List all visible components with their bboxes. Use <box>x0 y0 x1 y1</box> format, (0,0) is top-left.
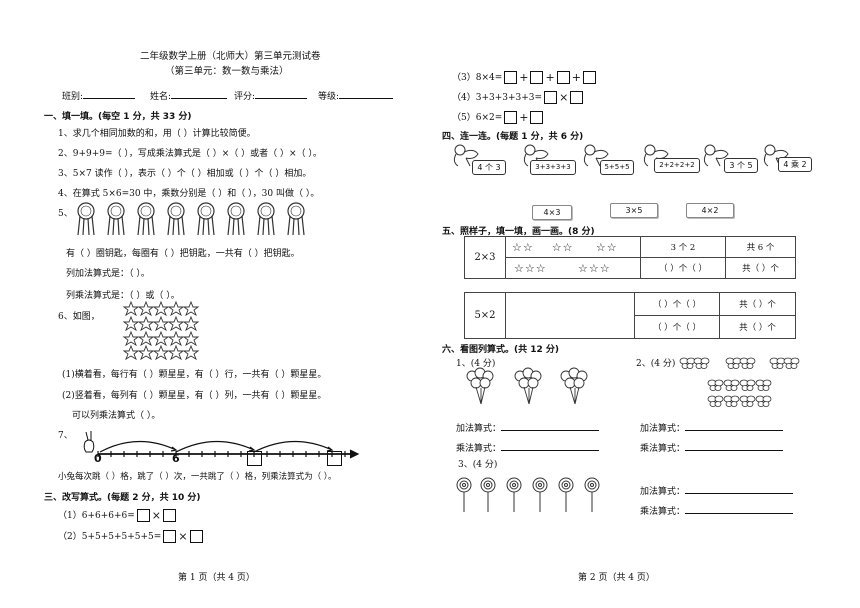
numline-box-1[interactable] <box>247 451 262 466</box>
key-rings-image <box>77 202 305 236</box>
pattern-table-1: 2×3 ☆☆ ☆☆ ☆☆ 3 个 2 共 6 个 ☆☆☆ ☆☆☆ （ ）个（ ）… <box>464 236 796 279</box>
answer-box[interactable] <box>544 91 558 104</box>
match-card-top[interactable]: 5+5+5 <box>600 160 634 175</box>
numline-zero: 0 <box>94 452 102 465</box>
balloons-image <box>466 367 588 405</box>
q3-3: （3）8×4=+++ <box>452 70 598 84</box>
q3-1: （1）6+6+6+6=× <box>58 508 178 522</box>
answer-box[interactable] <box>582 71 596 84</box>
section-5-title: 五、照样子，填一填，画一画。(8 分) <box>442 227 595 237</box>
q3-5: （5）6×2=+ <box>452 110 545 124</box>
section-1-title: 一、填一填。(每空 1 分，共 33 分) <box>44 112 192 122</box>
answer-box[interactable] <box>570 91 584 104</box>
answer-box[interactable] <box>163 530 177 543</box>
answer-box[interactable] <box>189 530 203 543</box>
match-card-top[interactable]: 4 个 3 <box>472 160 506 175</box>
q6-1-add[interactable]: 加法算式： <box>456 421 600 434</box>
section-3-title: 三、改写算式。(每题 2 分，共 10 分) <box>44 493 201 503</box>
table1-expression: 2×3 <box>464 236 506 279</box>
table2-draw-area[interactable] <box>505 292 635 339</box>
match-card-bottom[interactable]: 4×2 <box>686 203 734 218</box>
q1-2: 2、9+9+9=（ ），写成乘法算式是（ ）×（ ）或者（ ）×（ ）。 <box>58 149 322 159</box>
q1-5b: 列加法算式是：（ ）。 <box>66 269 150 279</box>
section-4-title: 四、连一连。(每题 1 分，共 6 分) <box>442 132 584 142</box>
q1-6-label: 6、如图， <box>58 312 100 322</box>
q3-2: （2）5+5+5+5+5+5=× <box>58 529 205 543</box>
footer-left: 第 1 页（共 4 页） <box>178 573 255 583</box>
table2-cell-c[interactable]: （ ）个（ ） <box>634 292 720 316</box>
match-card-bottom[interactable]: 3×5 <box>610 203 658 218</box>
q1-7a: 小兔每次跳（ ）格，跳了（ ）次，一共跳了（ ）格，列乘法算式为（ ）。 <box>58 472 337 482</box>
q6-3-label: 3、(4 分) <box>458 460 498 470</box>
answer-box[interactable] <box>556 71 570 84</box>
q6-3-add[interactable]: 加法算式： <box>640 484 794 497</box>
table1-cell-b: 共 6 个 <box>725 236 796 258</box>
answer-box[interactable] <box>504 111 518 124</box>
table1-cell-a: 3 个 2 <box>640 236 726 258</box>
q1-7-label: 7、 <box>58 431 73 441</box>
field-name[interactable]: 姓名: <box>150 89 228 102</box>
q6-2-mul[interactable]: 乘法算式： <box>640 441 784 454</box>
field-class[interactable]: 班别: <box>62 89 136 102</box>
page-title: 二年级数学上册（北师大）第三单元测试卷 <box>140 51 321 62</box>
lollipops-image <box>456 477 600 513</box>
q1-4: 4、在算式 5×6=30 中，乘数分别是（ ）和（ ），30 叫做（ ）。 <box>58 189 320 199</box>
q1-6b: (2)竖着看，每列有（ ）颗星星，有（ ）列，一共有（ ）颗星星。 <box>62 391 327 401</box>
table2-cell-f[interactable]: 共（ ）个 <box>719 315 796 339</box>
match-card-top[interactable]: 4 乘 2 <box>778 157 812 172</box>
answer-box[interactable] <box>530 71 544 84</box>
q3-4: （4）3+3+3+3+3=× <box>452 90 585 104</box>
q6-2-label: 2、(4 分) <box>636 359 676 369</box>
q1-1: 1、求几个相同加数的和，用（ ）计算比较简便。 <box>58 129 256 139</box>
pattern-table-2: 5×2 （ ）个（ ） 共（ ）个 （ ）个（ ） 共（ ）个 <box>464 292 796 339</box>
numline-six: 6 <box>172 452 180 465</box>
table1-cell-c[interactable]: （ ）个（ ） <box>640 257 726 279</box>
footer-right: 第 2 页（共 4 页） <box>578 573 655 583</box>
stars-row-2: ☆☆☆ ☆☆☆ <box>505 257 641 279</box>
table1-cell-d[interactable]: 共（ ）个 <box>725 257 796 279</box>
q1-5-label: 5、 <box>58 209 73 219</box>
butterflies-image <box>679 357 800 407</box>
q6-3-mul[interactable]: 乘法算式： <box>640 504 794 517</box>
answer-box[interactable] <box>530 111 544 124</box>
stars-grid-image <box>122 300 199 360</box>
match-card-top[interactable]: 3+3+3+3 <box>530 160 576 175</box>
q1-3: 3、5×7 读作（ ），表示（ ）个（ ）相加或（ ）个（ ）相加。 <box>58 169 312 179</box>
answer-box[interactable] <box>136 509 150 522</box>
q6-2-add[interactable]: 加法算式： <box>640 421 784 434</box>
numline-box-2[interactable] <box>327 451 342 466</box>
section-6-title: 六、看图列算式。(共 12 分) <box>442 345 560 355</box>
match-card-bottom[interactable]: 4×3 <box>532 205 572 220</box>
number-line-image <box>83 431 360 459</box>
monkeys-image <box>453 144 789 167</box>
q6-1-label: 1、(4 分) <box>456 359 496 369</box>
answer-box[interactable] <box>163 509 177 522</box>
q1-6a: (1)横着看，每行有（ ）颗星星，有（ ）行，一共有（ ）颗星星。 <box>62 370 327 380</box>
match-card-top[interactable]: 2+2+2+2 <box>654 158 700 173</box>
q1-5a: 有（ ）圈钥匙，每圈有（ ）把钥匙，一共有（ ）把钥匙。 <box>66 249 300 259</box>
table2-cell-d[interactable]: 共（ ）个 <box>719 292 796 316</box>
q1-5c: 列乘法算式是：（ ）或（ ）。 <box>66 291 180 301</box>
answer-box[interactable] <box>504 71 518 84</box>
table2-expression: 5×2 <box>464 292 506 339</box>
table2-cell-e[interactable]: （ ）个（ ） <box>634 315 720 339</box>
page-subtitle: （第三单元：数一数与乘法） <box>165 66 289 77</box>
field-grade[interactable]: 等级: <box>318 89 394 102</box>
q1-6c: 可以列乘法算式（ ）。 <box>72 411 161 421</box>
q6-1-mul[interactable]: 乘法算式： <box>456 441 600 454</box>
match-card-top[interactable]: 3 个 5 <box>724 158 758 173</box>
stars-row-1: ☆☆ ☆☆ ☆☆ <box>505 236 641 258</box>
field-score[interactable]: 评分: <box>234 89 308 102</box>
